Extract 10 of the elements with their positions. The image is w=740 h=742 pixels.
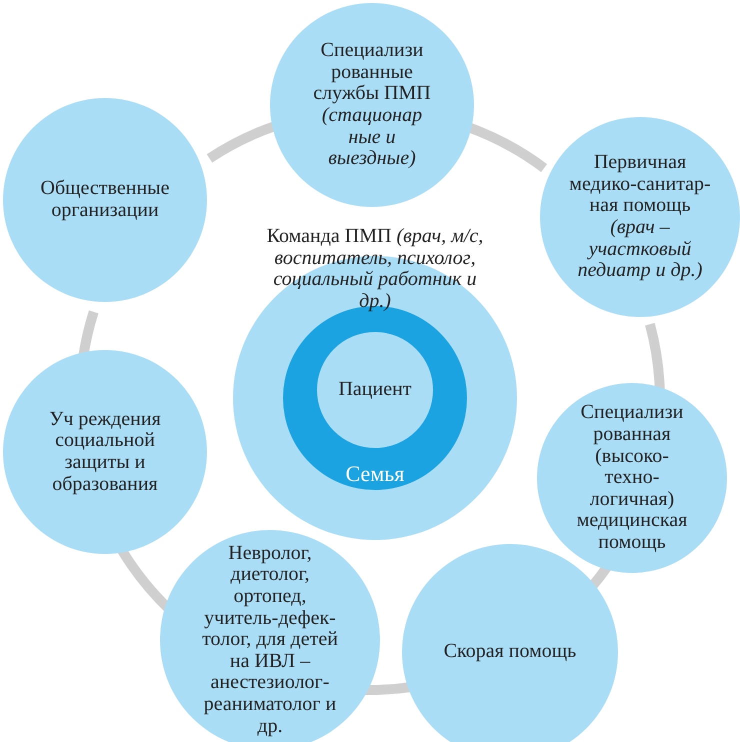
node-label: Специализи рованные службы ПМП (стационар ные и выездные) bbox=[312, 40, 432, 170]
node-label: Общественные организации bbox=[40, 178, 170, 222]
node-label: Скорая помощь bbox=[442, 641, 578, 663]
node-label: Семья bbox=[344, 462, 406, 486]
node-label: Первичная медико-санитар- ная помощь (врач – участковый педиатр и др.) bbox=[568, 152, 712, 282]
node-label: Пациент bbox=[337, 379, 413, 401]
node-label: Специализи рованная (высоко- техно- логичная) медицинская помощь bbox=[576, 402, 688, 554]
node-label: Команда ПМП (врач, м/с, воспитатель, психолог, социальный работник и др.) bbox=[266, 226, 484, 312]
node-label: Уч реждения социальной защиты и образования bbox=[48, 408, 162, 496]
node-label: Невролог, диетолог, ортопед, учитель-дефек- толог, для детей на ИВЛ – анестезиолог- реаниматолог и др. bbox=[201, 542, 339, 738]
